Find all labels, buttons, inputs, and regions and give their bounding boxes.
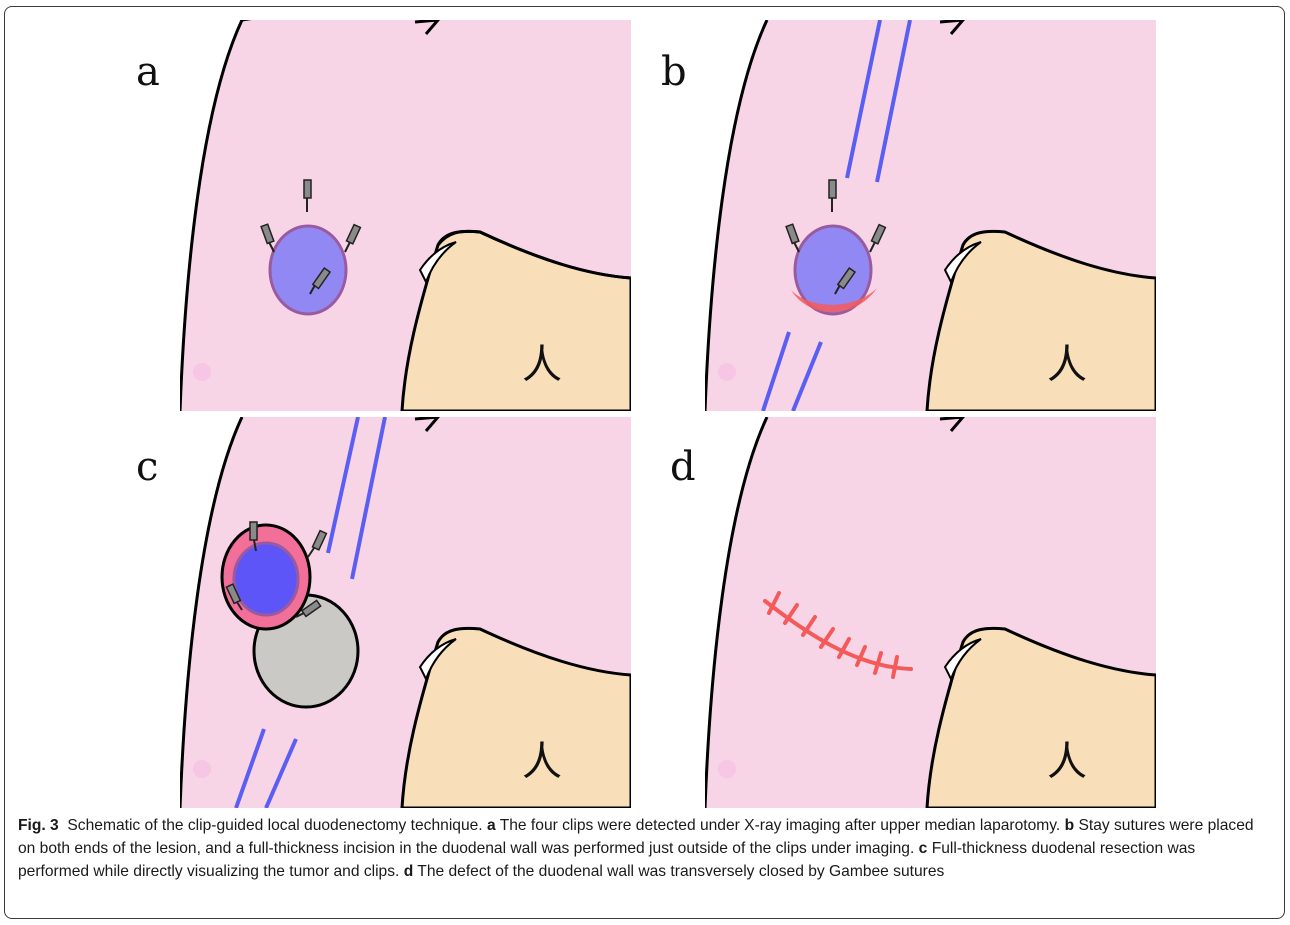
papilla-dot <box>718 363 736 381</box>
panel-d: 人 <box>705 417 1156 808</box>
pancreas-symbol: 人 <box>1047 739 1087 785</box>
panel-label-a: a <box>136 52 160 92</box>
panel-label-c: c <box>136 447 158 487</box>
papilla-dot <box>193 760 211 778</box>
pancreas-symbol: 人 <box>1047 342 1087 388</box>
papilla-dot <box>193 363 211 381</box>
pancreas-symbol: 人 <box>522 342 562 388</box>
caption-part-a-letter: a <box>487 817 496 834</box>
papilla-dot <box>718 760 736 778</box>
tumor <box>270 226 346 314</box>
panel-label-d: d <box>670 447 696 487</box>
panel-label-b: b <box>661 52 687 92</box>
caption-part-a-text: The four clips were detected under X-ray… <box>500 817 1061 834</box>
caption-part-c-letter: c <box>919 840 928 857</box>
caption-part-d-letter: d <box>404 863 414 880</box>
tumor <box>234 543 298 615</box>
figure-caption: Fig. 3 Schematic of the clip-guided loca… <box>18 814 1263 883</box>
panel-a: 人 <box>180 20 631 411</box>
panel-b: 人 <box>705 20 1156 411</box>
caption-part-b-letter: b <box>1065 817 1075 834</box>
caption-part-d-text: The defect of the duodenal wall was tran… <box>417 863 944 880</box>
pancreas-symbol: 人 <box>522 739 562 785</box>
panel-c: 人 <box>180 417 631 808</box>
caption-title: Schematic of the clip-guided local duode… <box>67 817 482 834</box>
caption-label: Fig. 3 <box>18 817 59 834</box>
